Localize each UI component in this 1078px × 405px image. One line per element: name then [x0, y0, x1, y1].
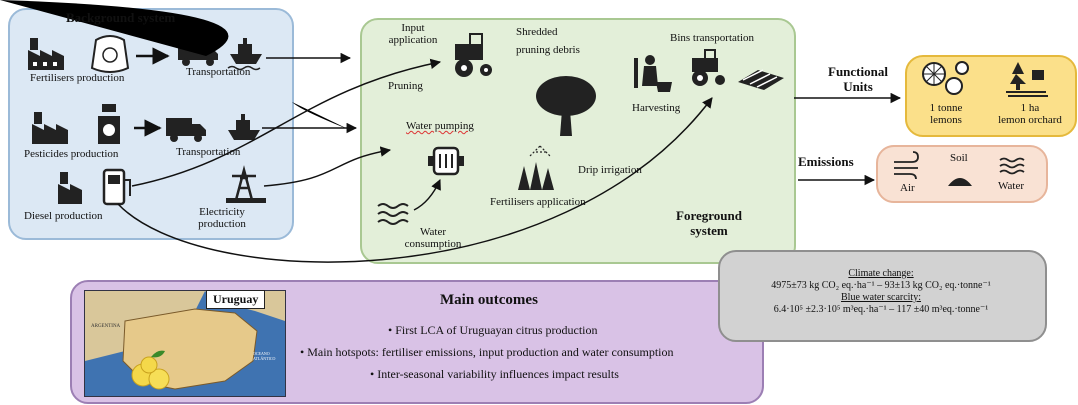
climate-change-value: 4975±73 kg CO₂ eq.·ha⁻¹ – 93±13 kg CO₂ e…: [771, 280, 991, 291]
outcome-bullet-3: • Inter-seasonal variability influences …: [370, 367, 619, 381]
pallet-icon: [738, 69, 784, 90]
orchard-icon: [1006, 62, 1048, 97]
fertilisers-production-label: Fertilisers production: [30, 72, 125, 84]
drip-irrigation-label: Drip irrigation: [578, 164, 642, 176]
lemon-slices-icon: [922, 61, 969, 95]
wind-icon: [894, 151, 919, 180]
tree-icon: [536, 76, 596, 136]
input-label-line1: Input: [401, 22, 425, 34]
functional-title-line2: Units: [843, 79, 873, 94]
blue-water-title: Blue water scarcity:: [841, 292, 921, 303]
unit1-line1: 1 tonne: [929, 102, 963, 114]
tractor-icon: [692, 49, 725, 86]
results-text: Climate change: 4975±73 kg CO₂ eq.·ha⁻¹ …: [722, 268, 1040, 316]
uruguay-label: Uruguay: [206, 290, 266, 309]
functional-unit-ha: 1 ha lemon orchard: [990, 102, 1070, 126]
soil-pile-icon: [948, 178, 972, 186]
unit2-line2: lemon orchard: [998, 114, 1062, 126]
transportation-label-1: Transportation: [186, 66, 251, 78]
pesticides-production-label: Pesticides production: [24, 148, 119, 160]
input-application-label: Input application: [384, 22, 442, 46]
input-label-line2: application: [388, 34, 438, 46]
harvesting-label: Harvesting: [632, 102, 681, 114]
functional-unit-tonne: 1 tonne lemons: [916, 102, 976, 126]
background-system-title: Background system: [66, 10, 176, 25]
electricity-label-line1: Electricity: [199, 206, 245, 218]
outcome-bullet-2: • Main hotspots: fertiliser emissions, i…: [300, 345, 674, 359]
results-box: [718, 250, 1047, 342]
emission-water-label: Water: [998, 180, 1024, 192]
water-consumption-line1: Water: [420, 226, 446, 238]
main-outcomes-title: Main outcomes: [440, 292, 538, 308]
pruning-label: Pruning: [388, 80, 423, 92]
foreground-system-title: Foreground system: [664, 208, 754, 238]
climate-change-title: Climate change:: [848, 268, 914, 279]
fertilisers-application-label: Fertilisers application: [490, 196, 586, 208]
water-waves-icon: [999, 157, 1025, 175]
water-consumption-label: Water consumption: [398, 226, 468, 250]
transportation-label-2: Transportation: [176, 146, 241, 158]
ship-icon: [228, 114, 260, 140]
map-label-ocean: OCEANO ATLÁNTICO: [253, 351, 276, 361]
factory-icon: [28, 38, 64, 70]
water-waves-icon: [377, 203, 409, 225]
truck-icon: [166, 118, 206, 142]
sprinkler-icon: [518, 145, 554, 190]
ship-icon: [227, 38, 262, 71]
power-pylon-icon: [226, 165, 266, 203]
bins-transportation-label: Bins transportation: [670, 32, 755, 44]
electricity-label-line2: production: [198, 218, 246, 230]
tractor-icon: [455, 33, 492, 77]
factory-icon: [32, 112, 68, 144]
shredded-label: Shredded pruning debris: [516, 26, 580, 56]
electricity-production-label: Electricity production: [192, 206, 252, 230]
unit2-line1: 1 ha: [1020, 102, 1040, 114]
map-label-argentina: ARGENTINA: [91, 324, 121, 329]
emissions-title: Emissions: [798, 154, 854, 169]
emission-air-label: Air: [900, 182, 915, 194]
spray-bottle-icon: [98, 104, 120, 144]
foreground-title-line1: Foreground: [676, 208, 742, 223]
functional-title-line1: Functional: [828, 64, 888, 79]
water-pumping-label: Water pumping: [406, 120, 474, 132]
shredded-label-line1: Shredded: [516, 26, 558, 38]
unit1-line2: lemons: [930, 114, 962, 126]
motor-pump-icon: [428, 146, 464, 176]
emission-soil-label: Soil: [950, 152, 968, 164]
factory-icon: [58, 172, 82, 204]
shredded-label-line2: pruning debris: [516, 44, 580, 56]
farmer-icon: [634, 55, 672, 92]
blue-water-value: 6.4·10⁵ ±2.3·10⁵ m³eq.·ha⁻¹ – 117 ±40 m³…: [773, 304, 989, 315]
diesel-production-label: Diesel production: [24, 210, 103, 222]
fuel-pump-icon: [102, 168, 131, 206]
functional-units-title: Functional Units: [818, 64, 898, 94]
foreground-title-line2: system: [690, 223, 728, 238]
outcome-bullet-1: • First LCA of Uruguayan citrus producti…: [388, 323, 598, 337]
fertiliser-bag-icon: [90, 35, 130, 73]
water-consumption-line2: consumption: [404, 238, 462, 250]
